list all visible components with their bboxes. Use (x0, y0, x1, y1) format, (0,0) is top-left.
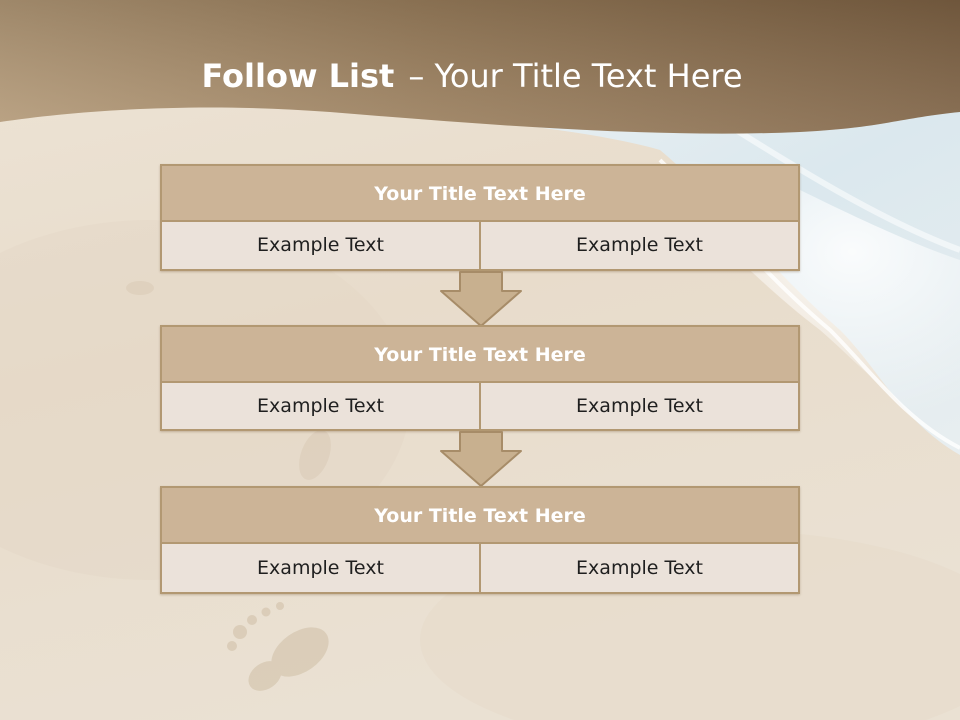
down-arrow-icon (440, 431, 522, 487)
step-row-1: Example Text Example Text (162, 222, 798, 269)
step-title-3: Your Title Text Here (162, 488, 798, 544)
step-block-1: Your Title Text Here Example Text Exampl… (160, 164, 800, 271)
step-row-2: Example Text Example Text (162, 383, 798, 429)
step-1-left-text: Example Text (162, 222, 479, 269)
slide-title-bold: Follow List (201, 57, 395, 95)
step-block-3: Your Title Text Here Example Text Exampl… (160, 486, 800, 594)
step-block-2: Your Title Text Here Example Text Exampl… (160, 325, 800, 431)
down-arrow-icon (440, 271, 522, 327)
step-row-3: Example Text Example Text (162, 544, 798, 592)
step-3-left-text: Example Text (162, 544, 479, 592)
step-title-1: Your Title Text Here (162, 166, 798, 222)
step-1-right-text: Example Text (479, 222, 798, 269)
step-title-2: Your Title Text Here (162, 327, 798, 383)
slide-title-rest: – Your Title Text Here (408, 57, 743, 95)
step-2-left-text: Example Text (162, 383, 479, 429)
step-3-right-text: Example Text (479, 544, 798, 592)
step-2-right-text: Example Text (479, 383, 798, 429)
slide-title: Follow List – Your Title Text Here (0, 54, 944, 98)
